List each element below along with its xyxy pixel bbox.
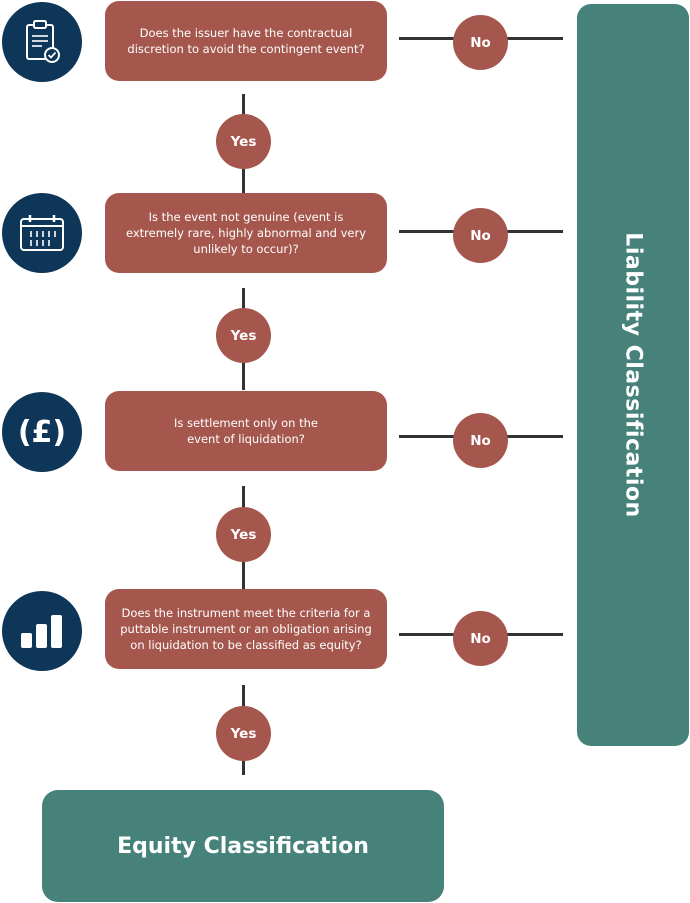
no-label: No [470,227,491,244]
yes-label: Yes [230,725,257,742]
bar-chart-icon [2,591,82,671]
yes-bubble: Yes [216,507,271,562]
no-bubble: No [453,611,508,666]
yes-label: Yes [230,133,257,150]
equity-classification-box: Equity Classification [42,790,444,902]
no-label: No [470,34,491,51]
no-bubble: No [453,413,508,468]
no-label: No [470,432,491,449]
pound-symbol: (£) [17,414,67,450]
question-text: Does the issuer have the contractual dis… [127,26,365,56]
question-box: Does the issuer have the contractual dis… [105,1,387,81]
equity-label: Equity Classification [117,833,369,859]
liability-classification-box: Liability Classification [577,4,689,746]
question-text: Is settlement only on the event of liqui… [174,416,318,446]
question-box: Does the instrument meet the criteria fo… [105,589,387,669]
yes-label: Yes [230,526,257,543]
question-text: Does the instrument meet the criteria fo… [120,606,372,652]
no-bubble: No [453,15,508,70]
pound-icon: (£) [2,392,82,472]
calendar-icon [2,193,82,273]
question-text: Is the event not genuine (event is extre… [125,210,367,256]
no-label: No [470,630,491,647]
no-bubble: No [453,208,508,263]
yes-bubble: Yes [216,114,271,169]
yes-bubble: Yes [216,308,271,363]
question-box: Is the event not genuine (event is extre… [105,193,387,273]
yes-bubble: Yes [216,706,271,761]
liability-label: Liability Classification [620,232,646,518]
question-box: Is settlement only on the event of liqui… [105,391,387,471]
clipboard-check-icon [2,2,82,82]
yes-label: Yes [230,327,257,344]
